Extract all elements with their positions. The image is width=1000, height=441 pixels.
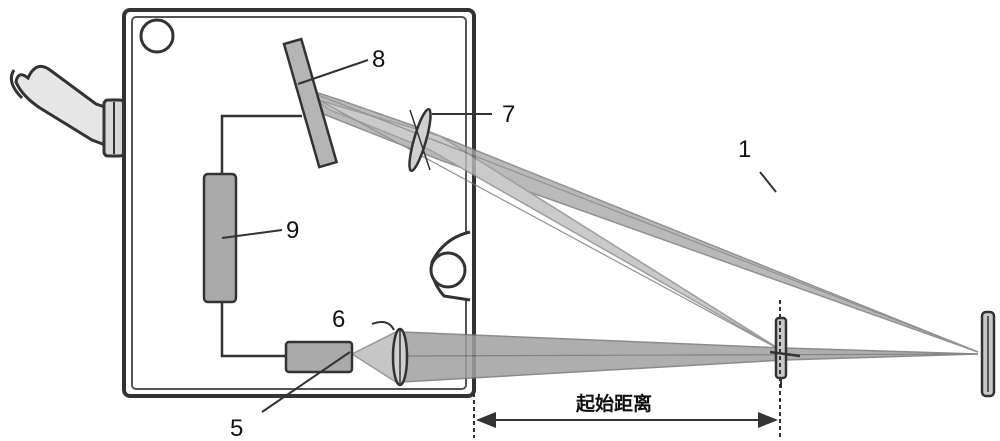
cable-connector: [9, 64, 126, 158]
circuit-wire: [220, 114, 302, 358]
start-distance-dimension: [473, 300, 781, 438]
processor-9: [202, 172, 238, 304]
receiving-lens-7: [408, 107, 432, 173]
sensor-housing: [122, 8, 476, 398]
detector-8: [282, 37, 339, 169]
label-6: 6: [332, 306, 345, 333]
label-9: 9: [286, 217, 299, 244]
target-object-far: [980, 310, 996, 398]
label-8: 8: [372, 46, 385, 73]
label-7: 7: [502, 101, 515, 128]
reflected-beam: [293, 84, 979, 353]
emitted-beam: [350, 330, 979, 384]
label-5: 5: [230, 415, 243, 441]
mount-hole-right: [429, 230, 471, 302]
start-distance-label: 起始距离: [575, 392, 652, 415]
mount-hole-top-left: [139, 18, 175, 54]
label-1: 1: [738, 136, 751, 163]
label-leader-lines: [221, 59, 777, 413]
emitting-lens-6: [391, 327, 409, 387]
